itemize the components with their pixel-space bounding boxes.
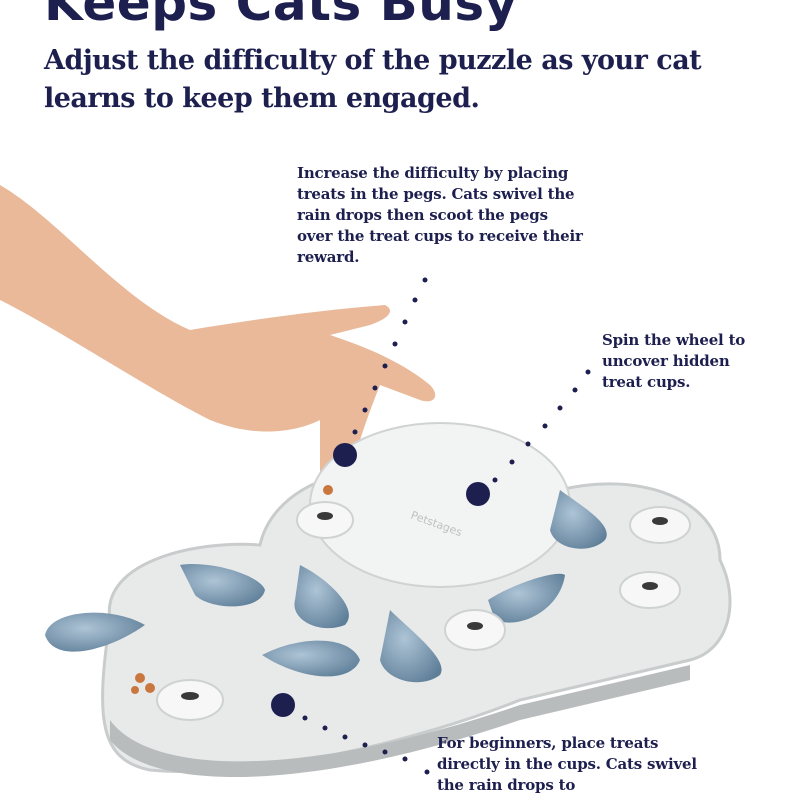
callout-pegs: Increase the difficulty by placing treat… bbox=[297, 164, 583, 266]
hand bbox=[0, 185, 436, 501]
callout-markers bbox=[271, 277, 591, 775]
callout-wheel: Spin the wheel to uncover hidden treat c… bbox=[602, 331, 746, 391]
dotted-line-2 bbox=[492, 369, 591, 483]
callout-beginners: For beginners, place treats directly in … bbox=[437, 734, 697, 794]
page-subtitle: Adjust the difficulty of the puzzle as y… bbox=[44, 45, 702, 114]
dotted-line-1 bbox=[352, 277, 428, 435]
page-title: Keeps Cats Busy bbox=[44, 0, 518, 32]
treats bbox=[131, 485, 333, 694]
rain-drops bbox=[45, 490, 607, 683]
dotted-line-3 bbox=[302, 715, 430, 775]
